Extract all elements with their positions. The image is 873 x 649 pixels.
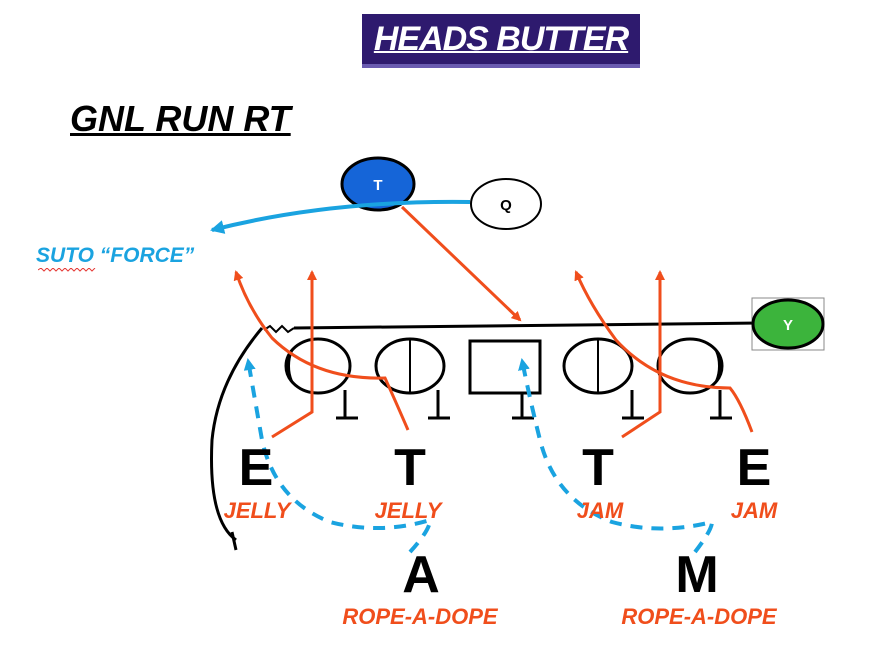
- right-tackle-letter: T: [582, 439, 614, 497]
- safety-call-label: SUTO “FORCE”: [36, 244, 195, 267]
- m-backer-letter: M: [675, 546, 718, 604]
- a-backer-letter: A: [402, 546, 440, 604]
- offensive-line: [284, 337, 724, 395]
- line-squiggle: [263, 324, 295, 334]
- left-end-tech: JELLY: [224, 498, 293, 523]
- quarterback-circle: [470, 178, 542, 230]
- tight-end-label: Y: [783, 317, 793, 334]
- left-end-route: [271, 270, 317, 439]
- play-name: GNL RUN RT: [70, 98, 291, 139]
- spellcheck-squiggle: [38, 268, 96, 272]
- right-end-letter: E: [737, 439, 772, 497]
- right-tackle-route: [621, 270, 665, 439]
- m-backer-route: [518, 358, 715, 554]
- dl-routes: [233, 270, 754, 439]
- line-of-scrimmage: [293, 321, 761, 330]
- center-lineman: [468, 339, 542, 395]
- diagram-title: HEADS BUTTER: [373, 20, 629, 58]
- left-tackle-route: [233, 270, 410, 431]
- right-end-route: [574, 270, 754, 433]
- suto-force-route: [210, 199, 471, 234]
- tackle-marker-circle: [340, 156, 416, 212]
- a-backer-tech: ROPE-A-DOPE: [342, 604, 499, 629]
- left-tackle-letter: T: [394, 439, 426, 497]
- left-end-letter: E: [239, 439, 274, 497]
- contain-route-end: [230, 531, 238, 551]
- title-banner: HEADS BUTTER: [362, 14, 640, 68]
- contain-route: [210, 327, 264, 542]
- tackle-route: [400, 205, 522, 322]
- right-end-shade: [708, 343, 723, 389]
- tackle-marker-label: T: [373, 177, 382, 194]
- right-tackle-tech: JAM: [577, 498, 624, 523]
- a-backer-route: [243, 358, 433, 554]
- backer-routes: [243, 358, 715, 554]
- stance-markers: [336, 390, 732, 420]
- right-end-tech: JAM: [731, 498, 778, 523]
- left-end-shade: [285, 343, 300, 389]
- quarterback-label: Q: [500, 197, 512, 214]
- tight-end-circle: [751, 298, 825, 350]
- m-backer-tech: ROPE-A-DOPE: [621, 604, 778, 629]
- left-tackle-tech: JELLY: [375, 498, 444, 523]
